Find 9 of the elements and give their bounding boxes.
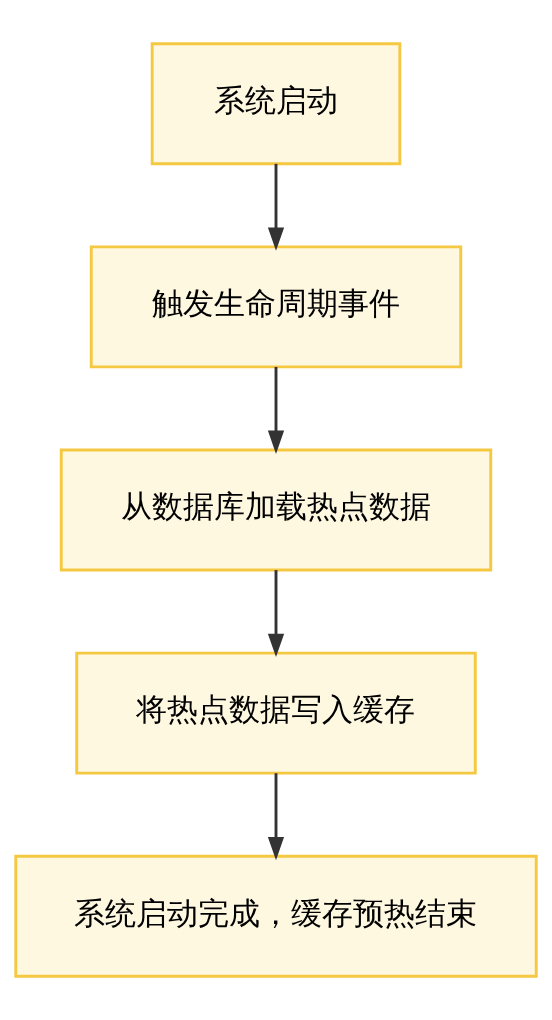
arrow (267, 773, 285, 861)
node-box: 从数据库加载热点数据 (59, 448, 493, 572)
arrow (267, 570, 285, 658)
arrow (267, 366, 285, 454)
node-box: 触发生命周期事件 (89, 245, 463, 369)
node-box: 将热点数据写入缓存 (75, 651, 477, 775)
node-box: 系统启动 (150, 42, 402, 166)
arrow (267, 163, 285, 251)
node-box: 系统启动完成，缓存预热结束 (14, 854, 538, 978)
